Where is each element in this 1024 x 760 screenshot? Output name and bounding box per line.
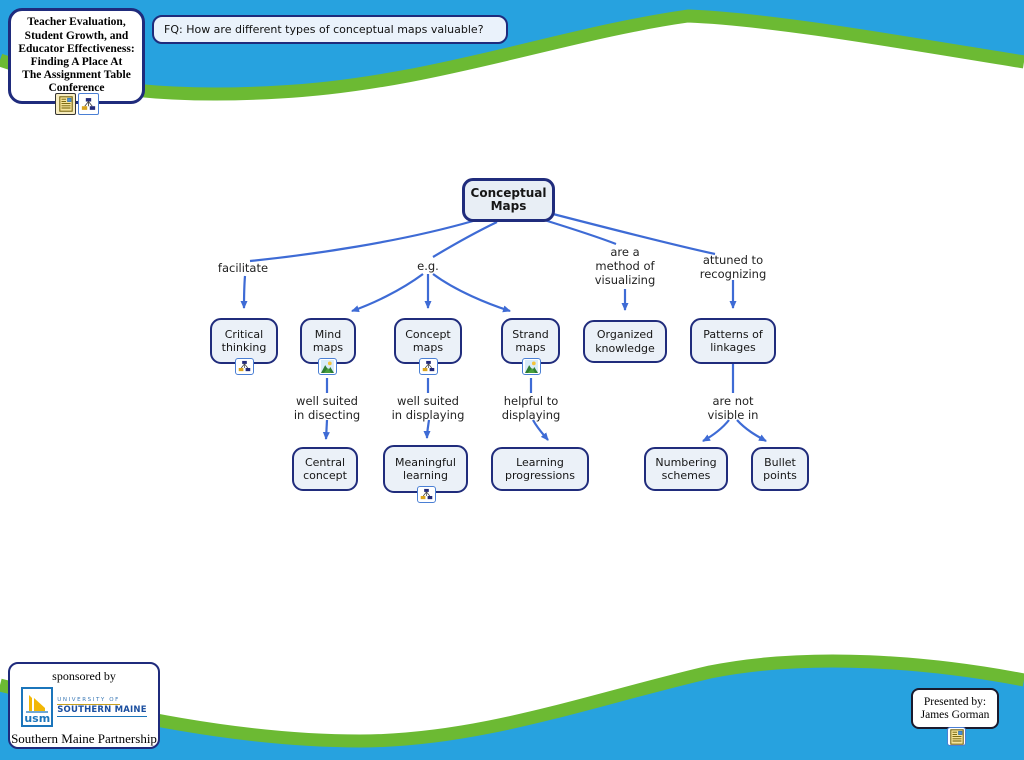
linking-phrase-well-suited-displaying: well suited in displaying — [391, 394, 465, 422]
concept-node-bullet-points[interactable]: Bullet points — [751, 447, 809, 491]
usm-acronym: usm — [24, 712, 51, 725]
title-resource-icons — [55, 93, 99, 115]
university-of-label: UNIVERSITY OF — [57, 697, 120, 705]
image-resource-icon[interactable] — [522, 358, 541, 375]
linking-phrase-method-of-visualizing: are a method of visualizing — [594, 245, 656, 287]
usm-sail-icon — [26, 695, 49, 713]
document-resource-icon[interactable] — [55, 93, 76, 115]
concept-map-resource-icon[interactable] — [417, 486, 436, 503]
partnership-label: Southern Maine Partnership — [11, 731, 157, 746]
usm-logo: usm UNIVERSITY OF SOUTHERN MAINE — [10, 687, 158, 727]
concept-node-numbering-schemes[interactable]: Numbering schemes — [644, 447, 728, 491]
image-resource-icon[interactable] — [318, 358, 337, 375]
linking-phrase-eg: e.g. — [417, 259, 439, 273]
concept-node-learning-progressions[interactable]: Learning progressions — [491, 447, 589, 491]
linking-phrase-attuned-to-recognizing: attuned to recognizing — [699, 253, 767, 281]
concept-map-resource-icon[interactable] — [419, 358, 438, 375]
presentation-title-card: Teacher Evaluation, Student Growth, and … — [8, 8, 145, 104]
concept-node-mind-maps[interactable]: Mind maps — [300, 318, 356, 364]
linking-phrase-are-not-visible-in: are not visible in — [707, 394, 759, 422]
sponsored-by-label: sponsored by — [52, 669, 116, 683]
concept-node-conceptual-maps[interactable]: Conceptual Maps — [462, 178, 555, 222]
linking-phrase-facilitate: facilitate — [217, 261, 269, 275]
focus-question-text: FQ: How are different types of conceptua… — [164, 23, 484, 36]
concept-node-organized-knowledge[interactable]: Organized knowledge — [583, 320, 667, 363]
concept-node-central-concept[interactable]: Central concept — [292, 447, 358, 491]
concept-node-patterns-of-linkages[interactable]: Patterns of linkages — [690, 318, 776, 364]
concept-map-resource-icon[interactable] — [78, 93, 99, 115]
concept-node-strand-maps[interactable]: Strand maps — [501, 318, 560, 364]
southern-maine-label: SOUTHERN MAINE — [57, 705, 147, 717]
focus-question-box: FQ: How are different types of conceptua… — [152, 15, 508, 44]
concept-map-resource-icon[interactable] — [235, 358, 254, 375]
document-resource-icon[interactable] — [947, 727, 966, 746]
linking-phrase-well-suited-disecting: well suited in disecting — [293, 394, 361, 422]
linking-phrase-helpful-to-displaying: helpful to displaying — [501, 394, 561, 422]
sponsor-card: sponsored by usm UNIVERSITY OF SOUTHERN … — [8, 662, 160, 749]
concept-node-critical-thinking[interactable]: Critical thinking — [210, 318, 278, 364]
concept-node-meaningful-learning[interactable]: Meaningful learning — [383, 445, 468, 493]
presenter-card: Presented by: James Gorman — [911, 688, 999, 729]
usm-logo-mark: usm — [21, 687, 54, 727]
